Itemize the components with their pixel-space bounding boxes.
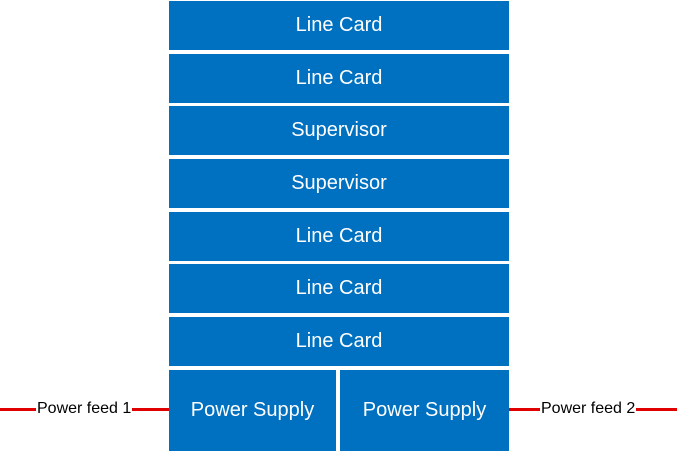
power-feed-2-label: Power feed 2 <box>540 399 637 419</box>
slot-line-card-2: Line Card <box>169 54 509 103</box>
power-feed-1-label: Power feed 1 <box>36 399 133 419</box>
slot-line-card-1: Line Card <box>169 1 509 50</box>
power-supply-2: Power Supply <box>340 370 509 451</box>
slot-supervisor-1: Supervisor <box>169 106 509 155</box>
chassis: Line Card Line Card Supervisor Superviso… <box>169 1 509 451</box>
slot-line-card-4: Line Card <box>169 264 509 313</box>
slot-supervisor-2: Supervisor <box>169 159 509 208</box>
slot-line-card-5: Line Card <box>169 317 509 366</box>
slot-line-card-3: Line Card <box>169 212 509 261</box>
power-supply-1: Power Supply <box>169 370 336 451</box>
